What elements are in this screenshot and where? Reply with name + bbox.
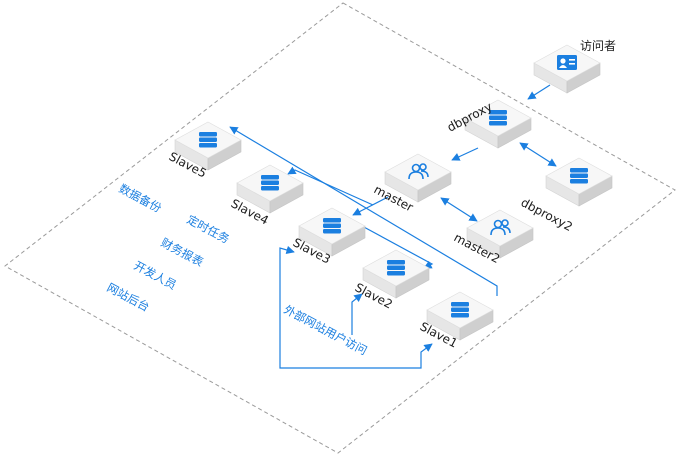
- users-icon: [490, 219, 511, 236]
- external-to-slave2-arrow: [351, 293, 363, 335]
- master-to-slave3-arrow: [352, 196, 389, 216]
- data-backup-label: 数据备份: [117, 181, 165, 215]
- user-card-icon: [557, 55, 577, 70]
- node-visitor: [533, 44, 601, 94]
- site-backend-label: 网站后台: [105, 280, 152, 314]
- master-to-slave4-arrow: [287, 166, 374, 206]
- scheduled-task-label: 定时任务: [185, 212, 233, 246]
- node-slave3: [298, 207, 366, 257]
- master-master2-link: [440, 197, 478, 222]
- node-slave4: [236, 164, 304, 214]
- dbproxy-dbproxy2-link: [519, 142, 557, 167]
- database-icon: [387, 260, 405, 276]
- developer-label: 开发人员: [132, 258, 179, 292]
- database-icon: [323, 218, 341, 234]
- node-dbproxy: [464, 99, 532, 149]
- database-icon: [199, 132, 217, 148]
- slave5-to-slave1-line: [229, 126, 498, 296]
- database-icon: [451, 302, 469, 318]
- connectors: [229, 84, 557, 369]
- node-master: [384, 153, 452, 203]
- visitor-label: 访问者: [580, 39, 616, 53]
- external-to-slave1-arrow: [393, 343, 433, 369]
- network-region: [4, 2, 676, 454]
- financial-report-label: 财务报表: [159, 235, 207, 269]
- external-to-slave3-arrow: [279, 245, 393, 369]
- visitor-to-dbproxy-arrow: [527, 84, 551, 100]
- dbproxy-to-master-arrow: [451, 147, 479, 161]
- node-dbproxy2: [545, 157, 613, 207]
- users-icon: [408, 163, 429, 180]
- node-slave1: [426, 291, 494, 341]
- node-slave2: [362, 249, 430, 299]
- database-icon: [261, 175, 279, 191]
- database-icon: [489, 110, 507, 126]
- node-master2: [466, 209, 534, 259]
- node-slave5: [174, 121, 242, 171]
- nodes-layer: [174, 44, 613, 341]
- database-icon: [570, 168, 588, 184]
- external-access-label: 外部网站用户访问: [282, 302, 370, 358]
